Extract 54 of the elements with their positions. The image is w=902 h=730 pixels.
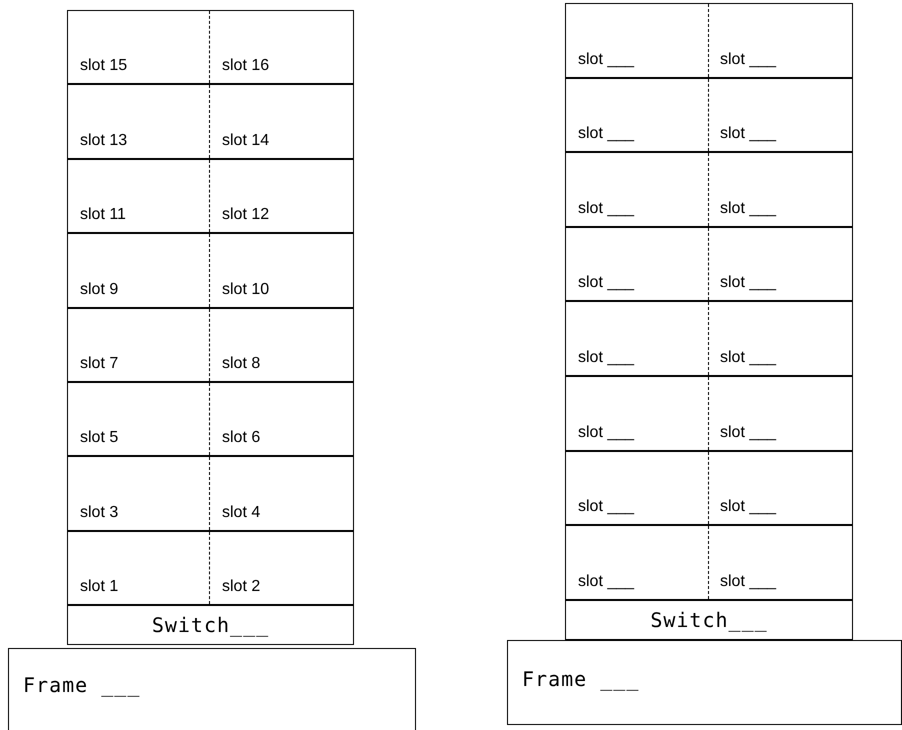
- slot-row: [566, 228, 852, 302]
- slot-label: slot ___: [578, 424, 634, 442]
- slot-label: slot ___: [578, 274, 634, 292]
- slot-label: slot 13: [80, 132, 128, 150]
- slot-label: slot ___: [720, 424, 776, 442]
- slot-label: slot 3: [80, 504, 118, 522]
- slot-label: slot 7: [80, 354, 118, 373]
- slot-label: slot 15: [80, 57, 128, 76]
- frame-label: Frame ___: [23, 672, 140, 696]
- slot-label: slot 5: [80, 429, 118, 448]
- slot-label: slot 8: [222, 354, 260, 373]
- frame-label: Frame ___: [522, 666, 640, 690]
- slot-label: slot 10: [222, 280, 270, 299]
- switch-label: Switch___: [650, 608, 768, 632]
- switch-label: Switch___: [152, 613, 270, 638]
- slot-label: slot 12: [222, 206, 270, 224]
- slot-row: [566, 452, 852, 526]
- slot-row: [68, 11, 353, 86]
- slot-label: slot 9: [80, 280, 118, 299]
- slot-label: slot ___: [578, 498, 634, 516]
- slot-label: slot ___: [578, 572, 634, 591]
- slot-label: slot ___: [720, 125, 776, 144]
- slot-row: [68, 457, 353, 532]
- frame-box: [8, 648, 416, 730]
- slot-label: slot ___: [578, 50, 634, 69]
- slot-label: slot 6: [222, 429, 260, 448]
- slot-row: [68, 160, 353, 234]
- slot-label: slot 14: [222, 132, 270, 150]
- slot-row: [566, 526, 852, 601]
- frame-box: [507, 640, 902, 725]
- slot-label: slot ___: [720, 498, 776, 516]
- slot-label: slot ___: [720, 348, 776, 367]
- slot-label: slot ___: [578, 200, 634, 218]
- slot-row: [566, 153, 852, 228]
- slot-row: [566, 78, 852, 154]
- slot-label: slot ___: [578, 348, 634, 367]
- slot-label: slot ___: [720, 274, 776, 292]
- slot-row: [68, 234, 353, 309]
- slot-row: [68, 308, 353, 383]
- slot-row: [566, 377, 852, 452]
- slot-row: [68, 85, 353, 160]
- slot-row: [566, 4, 852, 79]
- slot-row: [68, 532, 353, 606]
- slot-label: slot ___: [720, 50, 776, 69]
- slot-label: slot 2: [222, 578, 260, 596]
- slot-label: slot ___: [578, 125, 634, 144]
- slot-label: slot ___: [720, 200, 776, 218]
- slot-label: slot 16: [222, 57, 270, 76]
- slot-label: slot 4: [222, 504, 260, 522]
- slot-row: [566, 302, 852, 377]
- slot-label: slot 1: [80, 578, 118, 596]
- slot-row: [68, 383, 353, 458]
- slot-label: slot 11: [80, 206, 126, 224]
- slot-label: slot ___: [720, 572, 776, 591]
